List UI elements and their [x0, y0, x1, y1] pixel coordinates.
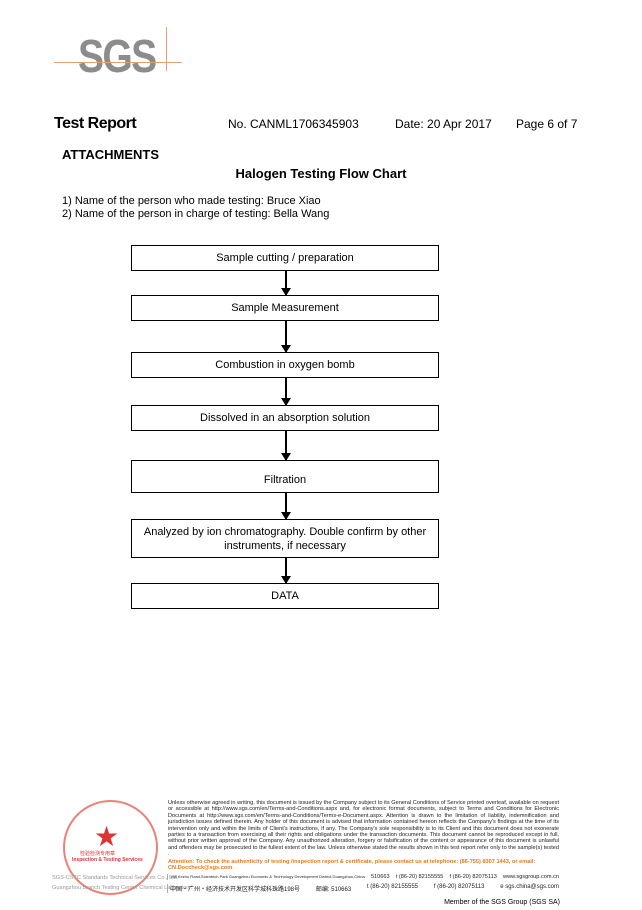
flow-arrow: [281, 431, 291, 461]
telephone: t (86-20) 82155555: [366, 884, 419, 890]
company-branch: Guangzhou Branch Testing Center Chemical…: [52, 885, 193, 891]
seal-en: Inspection & Testing Services: [72, 857, 143, 863]
flow-arrow: [281, 558, 291, 584]
street: 198 Kezhu Road,Scientech Park Guangzhou …: [170, 874, 365, 879]
postcode: 510663: [370, 874, 390, 880]
legal-disclaimer: Unless otherwise agreed in writing, this…: [168, 800, 559, 858]
flow-step-1: Sample cutting / preparation: [131, 245, 439, 271]
report-date: Date: 20 Apr 2017: [395, 117, 492, 131]
report-title: Test Report: [54, 115, 137, 132]
flow-step-2: Sample Measurement: [131, 295, 439, 321]
flow-arrow: [281, 378, 291, 406]
flow-arrow: [281, 271, 291, 296]
flow-step-6: Analyzed by ion chromatography. Double c…: [131, 519, 439, 558]
authenticity-notice: Attention: To check the authenticity of …: [168, 859, 536, 872]
fax: f (86-20) 82075113: [433, 884, 485, 890]
street: 中国・广州・经济技术开发区科学城科珠路198号: [170, 887, 301, 893]
flow-step-3: Combustion in oxygen bomb: [131, 352, 439, 378]
website-link[interactable]: www.sgsgroup.com.cn: [503, 874, 559, 880]
member-note: Member of the SGS Group (SGS SA): [444, 899, 560, 906]
email-link[interactable]: e sgs.china@sgs.com: [500, 884, 559, 890]
fax: f (86-20) 82075113: [449, 874, 497, 880]
postcode: 邮编: 510663: [315, 887, 352, 893]
seal-cn: 检验检测专用章: [80, 851, 116, 857]
page-number: Page 6 of 7: [516, 117, 578, 131]
star-icon: ★: [94, 821, 120, 852]
flow-arrow: [281, 493, 291, 520]
sgs-logo: SGS: [54, 27, 182, 82]
address-english: 198 Kezhu Road,Scientech Park Guangzhou …: [167, 874, 559, 880]
flow-step-4: Dissolved in an absorption solution: [131, 405, 439, 431]
flow-step-7: DATA: [131, 583, 439, 609]
section-heading: ATTACHMENTS: [62, 147, 160, 162]
logo-text: SGS: [78, 30, 157, 82]
flow-step-5: Filtration: [131, 460, 439, 493]
telephone: t (86-20) 82155555: [395, 874, 444, 880]
company-seal: [63, 800, 158, 895]
tester-name: 1) Name of the person who made testing: …: [62, 195, 321, 207]
report-number: No. CANML1706345903: [228, 117, 359, 131]
address-chinese: 中国・广州・经济技术开发区科学城科珠路198号 邮编: 510663 t (86…: [167, 884, 559, 893]
supervisor-name: 2) Name of the person in charge of testi…: [62, 208, 330, 220]
flowchart-title: Halogen Testing Flow Chart: [235, 166, 407, 181]
flow-arrow: [281, 321, 291, 353]
company-name: SGS-CSTC Standards Technical Services Co…: [52, 875, 179, 881]
